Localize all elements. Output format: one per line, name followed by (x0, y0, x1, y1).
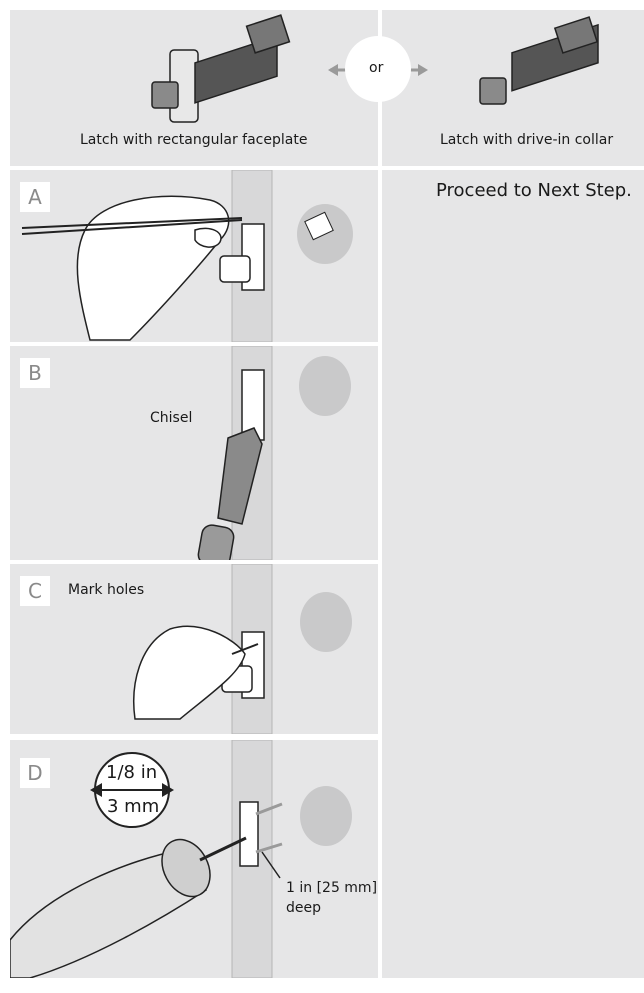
hand-with-awl (133, 625, 246, 720)
step-a-illustration (21, 170, 353, 342)
step-d-letter: D (20, 758, 50, 788)
latch-rectangular-panel: Latch with rectangular faceplate (10, 10, 378, 166)
latch-collar-illustration (479, 16, 599, 105)
latch-rectangular-caption: Latch with rectangular faceplate (80, 132, 308, 148)
step-c-illustration (133, 564, 352, 734)
step-b-letter: B (20, 358, 50, 388)
depth-label-line2: deep (286, 900, 321, 916)
step-b-illustration (197, 346, 351, 560)
step-b-panel: B Chisel (10, 346, 378, 560)
drill-tool (10, 836, 247, 978)
step-c-letter: C (20, 576, 50, 606)
note-panel: Proceed to Next Step. (382, 170, 644, 978)
step-d-illustration (10, 740, 352, 978)
latch-collar-caption: Latch with drive-in collar (440, 132, 614, 148)
or-label: or (369, 60, 384, 76)
or-connector (328, 36, 428, 102)
latch-collar-panel: Latch with drive-in collar (382, 10, 644, 166)
step-d-panel: D 1/8 in 3 mm 1 in [25 mm] deep (10, 740, 378, 978)
drill-size-mm: 3 mm (107, 796, 160, 817)
chisel-tool (197, 427, 263, 560)
depth-label-line1: 1 in [25 mm] (286, 880, 378, 896)
hand-with-pencil (76, 195, 230, 341)
mark-holes-label: Mark holes (68, 582, 145, 598)
step-c-panel: C Mark holes (10, 564, 378, 734)
chisel-label: Chisel (150, 410, 193, 426)
step-a-panel: A (10, 170, 378, 342)
proceed-note: Proceed to Next Step. (436, 180, 632, 201)
step-a-letter: A (20, 182, 50, 212)
drill-size-inches: 1/8 in (106, 762, 158, 783)
latch-rectangular-illustration (151, 14, 291, 123)
